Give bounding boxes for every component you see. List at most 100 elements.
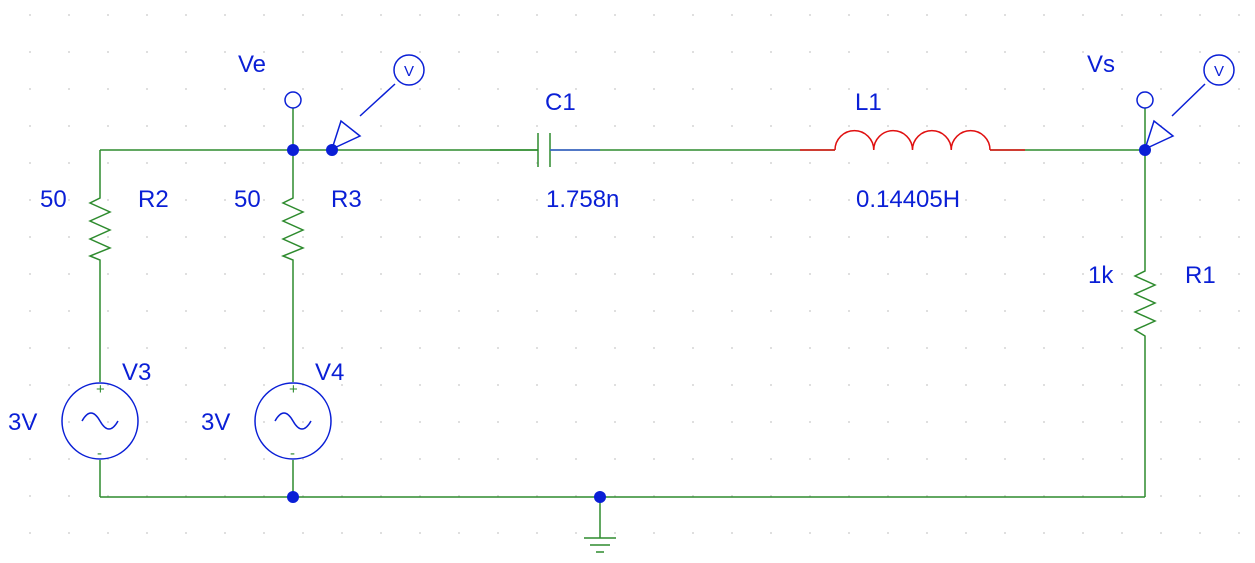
ac-source-v3-body	[61, 382, 139, 460]
grid-dot	[965, 88, 967, 90]
grid-dot	[614, 14, 616, 16]
grid-dot	[1082, 199, 1084, 201]
ac-source-v3[interactable]: + -	[61, 381, 139, 462]
grid-dot	[809, 14, 811, 16]
grid-dot	[1121, 273, 1123, 275]
grid-dot	[107, 421, 109, 423]
grid-dot	[848, 384, 850, 386]
ground-icon	[584, 537, 616, 553]
grid-dot	[731, 88, 733, 90]
grid-dot	[575, 347, 577, 349]
grid-dot	[263, 384, 265, 386]
grid-dot	[224, 14, 226, 16]
grid-dot	[692, 51, 694, 53]
grid-dot	[653, 273, 655, 275]
grid-dot	[731, 273, 733, 275]
grid-dot	[887, 236, 889, 238]
grid-dot	[809, 384, 811, 386]
grid-dot	[1004, 347, 1006, 349]
ac-source-v4[interactable]: + -	[254, 381, 332, 462]
grid-dot	[341, 384, 343, 386]
grid-dot	[146, 51, 148, 53]
grid-dot	[185, 421, 187, 423]
grid-dot	[224, 273, 226, 275]
grid-dot	[224, 310, 226, 312]
grid-dot	[1004, 458, 1006, 460]
grid-dot	[692, 88, 694, 90]
voltage-probe-icon[interactable]: V	[330, 54, 425, 151]
grid-dot	[341, 347, 343, 349]
grid-dot	[536, 14, 538, 16]
grid-dot	[497, 458, 499, 460]
grid-dot	[809, 347, 811, 349]
net-terminal-ve[interactable]	[284, 91, 302, 109]
grid-dot	[1082, 310, 1084, 312]
grid-dot	[224, 458, 226, 460]
grid-dot	[614, 310, 616, 312]
grid-dot	[848, 88, 850, 90]
grid-dot	[497, 236, 499, 238]
grid-dot	[341, 273, 343, 275]
grid-dot	[614, 51, 616, 53]
grid-dot	[68, 495, 70, 497]
grid-dot	[536, 384, 538, 386]
grid-dot	[263, 14, 265, 16]
grid-dot	[575, 458, 577, 460]
grid-dot	[68, 236, 70, 238]
grid-dot	[29, 199, 31, 201]
grid-dot	[1160, 310, 1162, 312]
grid-dot	[1199, 51, 1201, 53]
grid-dot	[146, 14, 148, 16]
grid-dot	[536, 51, 538, 53]
grid-dot	[1043, 421, 1045, 423]
grid-dot	[302, 236, 304, 238]
grid-dot	[380, 14, 382, 16]
grid-dot	[809, 88, 811, 90]
grid-dot	[653, 88, 655, 90]
grid-dot	[1004, 199, 1006, 201]
inductor-l1[interactable]	[800, 129, 1025, 151]
net-terminal-vs[interactable]	[1136, 91, 1154, 109]
grid-dot	[419, 273, 421, 275]
grid-dot	[1043, 125, 1045, 127]
grid-dot	[302, 88, 304, 90]
grid-dot	[1238, 125, 1240, 127]
resistor-r3[interactable]	[280, 195, 305, 263]
grid-dot	[224, 88, 226, 90]
resistor-r2[interactable]	[87, 195, 112, 263]
grid-dot	[575, 88, 577, 90]
grid-dot	[731, 236, 733, 238]
grid-dot	[1082, 14, 1084, 16]
grid-dot	[1160, 384, 1162, 386]
grid-dot	[692, 532, 694, 534]
grid-dot	[380, 310, 382, 312]
grid-dot	[341, 14, 343, 16]
ac-source-v3-minus: -	[97, 445, 102, 462]
voltage-probe-icon[interactable]: V	[1143, 54, 1235, 151]
grid-dot	[614, 199, 616, 201]
grid-dot	[692, 310, 694, 312]
grid-dot	[458, 236, 460, 238]
grid-dot	[146, 458, 148, 460]
v3-ref-label: V3	[122, 359, 151, 386]
grid-dot	[653, 199, 655, 201]
grid-dot	[926, 273, 928, 275]
grid-dot	[926, 51, 928, 53]
grid-dot	[497, 162, 499, 164]
grid-dot	[146, 421, 148, 423]
grid-dot	[419, 51, 421, 53]
grid-dot	[380, 162, 382, 164]
grid-dot	[692, 199, 694, 201]
resistor-r1[interactable]	[1133, 268, 1157, 340]
grid-dot	[146, 384, 148, 386]
grid-dot	[185, 125, 187, 127]
grid-dot	[731, 458, 733, 460]
grid-dot	[1082, 384, 1084, 386]
capacitor-c1[interactable]	[490, 133, 600, 167]
grid-dot	[692, 162, 694, 164]
grid-dot	[809, 273, 811, 275]
grid-dot	[809, 199, 811, 201]
grid-dot	[29, 88, 31, 90]
grid-dot	[614, 532, 616, 534]
grid-dot	[1043, 273, 1045, 275]
